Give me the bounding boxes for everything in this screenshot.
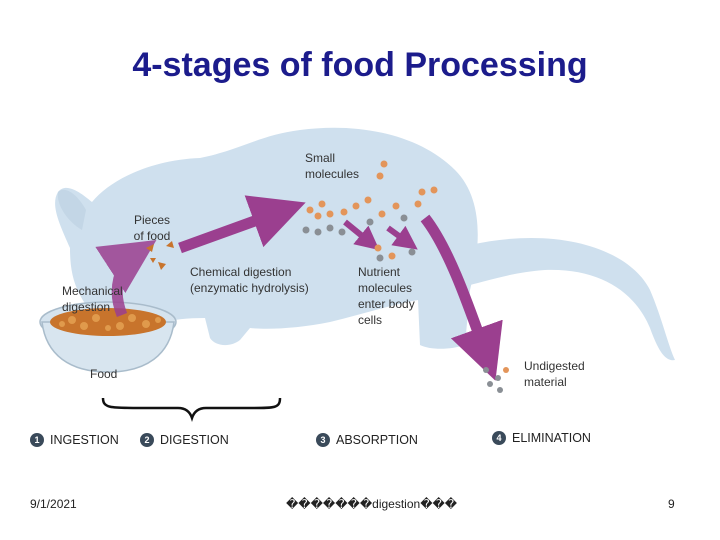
absorption-arrow-2 xyxy=(386,225,418,250)
stage-label: INGESTION xyxy=(50,433,119,447)
mechanical-digestion-label: Mechanical digestion xyxy=(62,284,123,314)
stage-label: ABSORPTION xyxy=(336,433,418,447)
stage-label: DIGESTION xyxy=(160,433,229,447)
mechanical-digestion-arrow xyxy=(95,239,157,318)
stage-label: ELIMINATION xyxy=(512,431,591,445)
stage-digestion: 2 DIGESTION xyxy=(140,433,229,447)
small-molecules-cluster xyxy=(302,160,438,236)
stage-number: 1 xyxy=(30,433,44,447)
food-label: Food xyxy=(90,367,118,381)
small-molecules-label: Small molecules xyxy=(305,151,360,181)
footer-center-word: digestion xyxy=(372,497,421,511)
chemical-digestion-label: Chemical digestion (enzymatic hydrolysis… xyxy=(190,265,309,295)
absorbed-molecules xyxy=(374,244,416,262)
page-title: 4-stages of food Processing xyxy=(132,46,588,84)
stage-number: 3 xyxy=(316,433,330,447)
stage-number: 2 xyxy=(140,433,154,447)
chemical-digestion-arrow xyxy=(178,195,306,254)
stage-ingestion: 1 INGESTION xyxy=(30,433,119,447)
food-pieces xyxy=(146,241,174,270)
pieces-of-food-label: Pieces of food xyxy=(133,213,171,243)
footer-center-suffix: ��� xyxy=(420,497,458,511)
stage-absorption: 3 ABSORPTION xyxy=(316,433,418,447)
nutrient-molecules-label: Nutrient molecules enter body cells xyxy=(358,265,415,327)
elimination-arrow xyxy=(420,214,503,381)
food-bowl xyxy=(39,301,177,373)
undigested-material-label: Undigested material xyxy=(524,359,585,389)
digestion-brace xyxy=(101,397,282,422)
page-number: 9 xyxy=(668,497,675,511)
stage-number: 4 xyxy=(492,431,506,445)
footer-center-text: �������digestion��� xyxy=(286,497,457,511)
footer-center-prefix: ������� xyxy=(286,497,373,511)
undigested-pieces xyxy=(483,367,509,393)
stage-elimination: 4 ELIMINATION xyxy=(492,431,591,445)
absorption-arrow-1 xyxy=(343,219,380,251)
food-pieces-bowl xyxy=(59,314,161,331)
footer-date: 9/1/2021 xyxy=(30,497,77,511)
